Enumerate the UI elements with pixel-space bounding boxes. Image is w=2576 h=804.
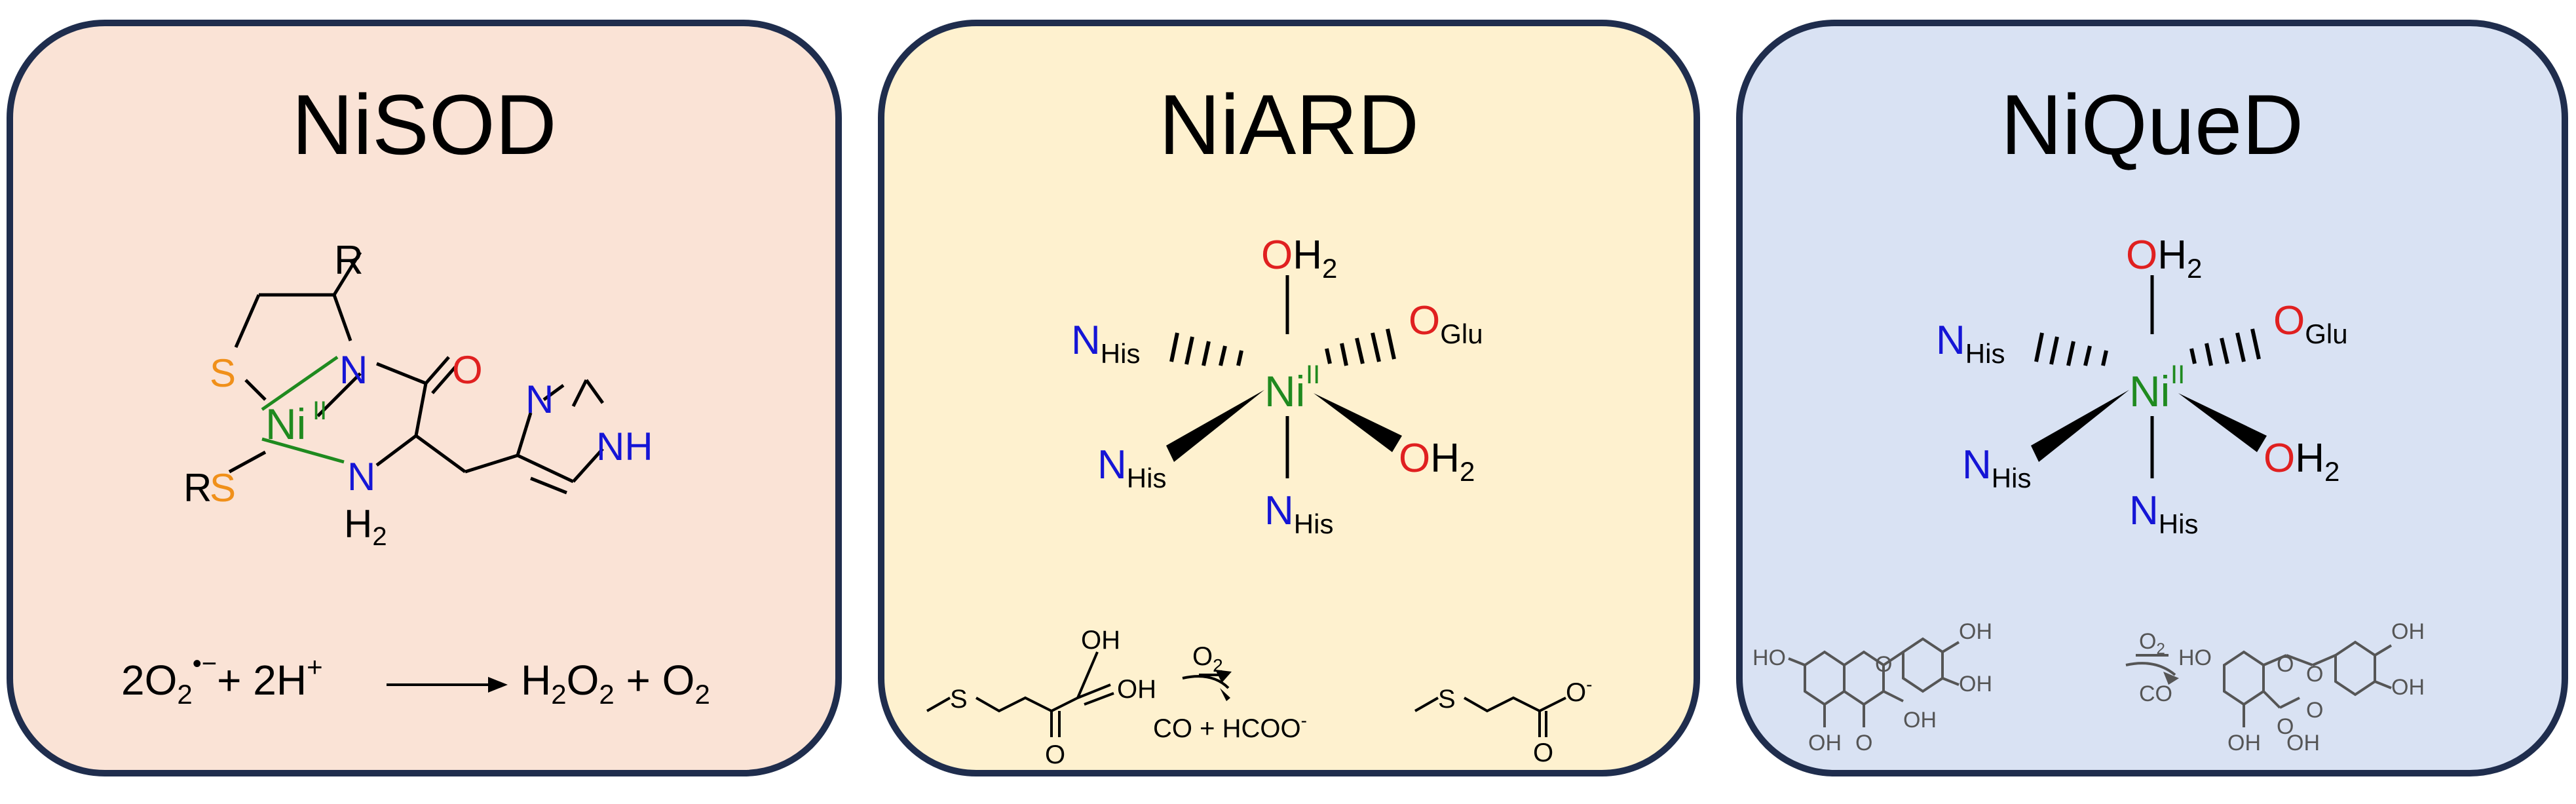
nisod-bonds (228, 251, 605, 495)
hashed-bond-glu (2189, 328, 2261, 366)
niqued-diagram: Ni II OH2 OGlu NHis NHis NHis OH2 (1752, 233, 2425, 756)
ligand-water-eq: OH2 (2263, 436, 2339, 487)
o-p1: O (2277, 652, 2294, 677)
r-thiolate-label: R (183, 466, 212, 510)
oh-p3: OH (2227, 731, 2261, 756)
oxidation-state: II (1306, 360, 1320, 389)
s-thiolate-label: S (210, 466, 236, 510)
oh-label-1: OH (1081, 626, 1120, 655)
oxidation-state: II (2170, 360, 2185, 389)
o-p2: O (2306, 662, 2323, 687)
release-arrowhead (1220, 688, 1230, 701)
ligand-his-1: NHis (1071, 318, 1140, 369)
s-ring-label: S (210, 351, 236, 395)
ligand-water-top: OH2 (2126, 233, 2202, 284)
oh-p1: OH (2391, 619, 2425, 644)
o-ring: O (1875, 652, 1892, 677)
oh-p4: OH (2286, 731, 2320, 756)
ho-product: HO (2178, 645, 2212, 670)
depside-ring-a (2223, 650, 2265, 706)
ho-left: HO (1752, 645, 1786, 670)
products-peroxide-oxygen: H2O2 + O2 (521, 657, 710, 710)
hashed-bond-his (2034, 332, 2108, 366)
wedge-bond-water (2178, 393, 2267, 452)
wedge-bond-his (1166, 390, 1264, 462)
ligand-his-2: NHis (1962, 442, 2031, 493)
oxidation-state: II (313, 396, 327, 425)
wedge-bond-his (2031, 390, 2129, 462)
co-byproduct: CO (2139, 681, 2172, 706)
niard-complex: Ni II OH2 OGlu NHis NHis NHis OH2 (1071, 233, 1483, 539)
o-carbonyl-label: O (452, 348, 483, 392)
ligand-his-3: NHis (1264, 488, 1333, 539)
ligand-water-eq: OH2 (1399, 436, 1475, 487)
niqued-complex: Ni II OH2 OGlu NHis NHis NHis OH2 (1936, 233, 2348, 539)
oh-b: OH (1959, 672, 1992, 697)
release-arrowhead (2163, 672, 2179, 685)
niard-diagram: Ni II OH2 OGlu NHis NHis NHis OH2 (926, 233, 1592, 769)
oh-a: OH (1959, 619, 1992, 644)
nisod-diagram: R S N O Ni II R S N H2 N NH 2O2•−+ 2H+ H… (121, 238, 710, 710)
sulfur-label-2: S (1438, 685, 1456, 714)
wedge-bond-water (1314, 393, 1402, 452)
hashed-bond-glu (1325, 328, 1396, 366)
oxo-label-1: O (1045, 740, 1065, 769)
ligand-water-top: OH2 (1261, 233, 1337, 284)
ligand-his-2: NHis (1097, 442, 1166, 493)
panel-title: NiSOD (292, 77, 557, 172)
niqued-reaction-labels: HO OH OH OH OH O O O2 CO HO OH OH OH O O… (1752, 619, 2425, 756)
o2-reagent: O2 (1192, 642, 1223, 676)
reactant-superoxide: 2O2•−+ 2H+ (121, 649, 323, 710)
hashed-bond-his (1169, 332, 1243, 366)
depside-ring-b (2334, 640, 2376, 697)
o-p4: O (2306, 698, 2323, 723)
n-amine-label: N (347, 455, 375, 499)
panel-niqued: NiQueD Ni II OH2 OGlu (1736, 20, 2568, 776)
oh-c: OH (1903, 708, 1937, 733)
nisod-reaction: 2O2•−+ 2H+ H2O2 + O2 (121, 649, 710, 710)
carboxylate-o: O (1533, 738, 1553, 767)
oh-d: OH (1808, 731, 1842, 756)
r-top-label: R (334, 238, 364, 283)
panel-title: NiQueD (2000, 77, 2304, 172)
n-imidazole-label: N (525, 377, 554, 421)
nickel-label: Ni (2129, 367, 2170, 415)
nh-imidazole-label: NH (596, 425, 653, 469)
byproducts: CO + HCOO- (1153, 710, 1307, 743)
panel-niard: NiARD Ni II (878, 20, 1700, 776)
reaction-arrowhead (488, 677, 508, 693)
ligand-glu: OGlu (1409, 298, 1483, 349)
o-p3: O (2277, 714, 2294, 739)
nickel-label: Ni (1264, 367, 1305, 415)
quercetin-ring-b (1902, 637, 1944, 693)
niqued-reaction (1788, 637, 2393, 727)
sulfur-label-1: S (950, 685, 968, 714)
nickel-label: Ni (265, 400, 306, 448)
quercetin-ring-a (1804, 650, 1846, 706)
nisod-coordination-bonds (261, 355, 345, 464)
h2-amine-label: H2 (344, 502, 387, 551)
panel-title: NiARD (1158, 77, 1420, 172)
ligand-his-3: NHis (2129, 488, 2198, 539)
o2-arrowhead (1215, 670, 1232, 683)
niard-reaction (926, 651, 1566, 737)
n-amide-label: N (339, 348, 368, 392)
ligand-his-1: NHis (1936, 318, 2005, 369)
o-ketone: O (1855, 731, 1872, 756)
panel-nisod: NiSOD (7, 20, 842, 776)
o2-reagent: O2 (2139, 629, 2165, 658)
oh-label-2: OH (1117, 675, 1156, 704)
carboxylate-o-minus: O- (1566, 674, 1592, 707)
ligand-glu: OGlu (2273, 298, 2348, 349)
oh-p2: OH (2391, 675, 2425, 700)
